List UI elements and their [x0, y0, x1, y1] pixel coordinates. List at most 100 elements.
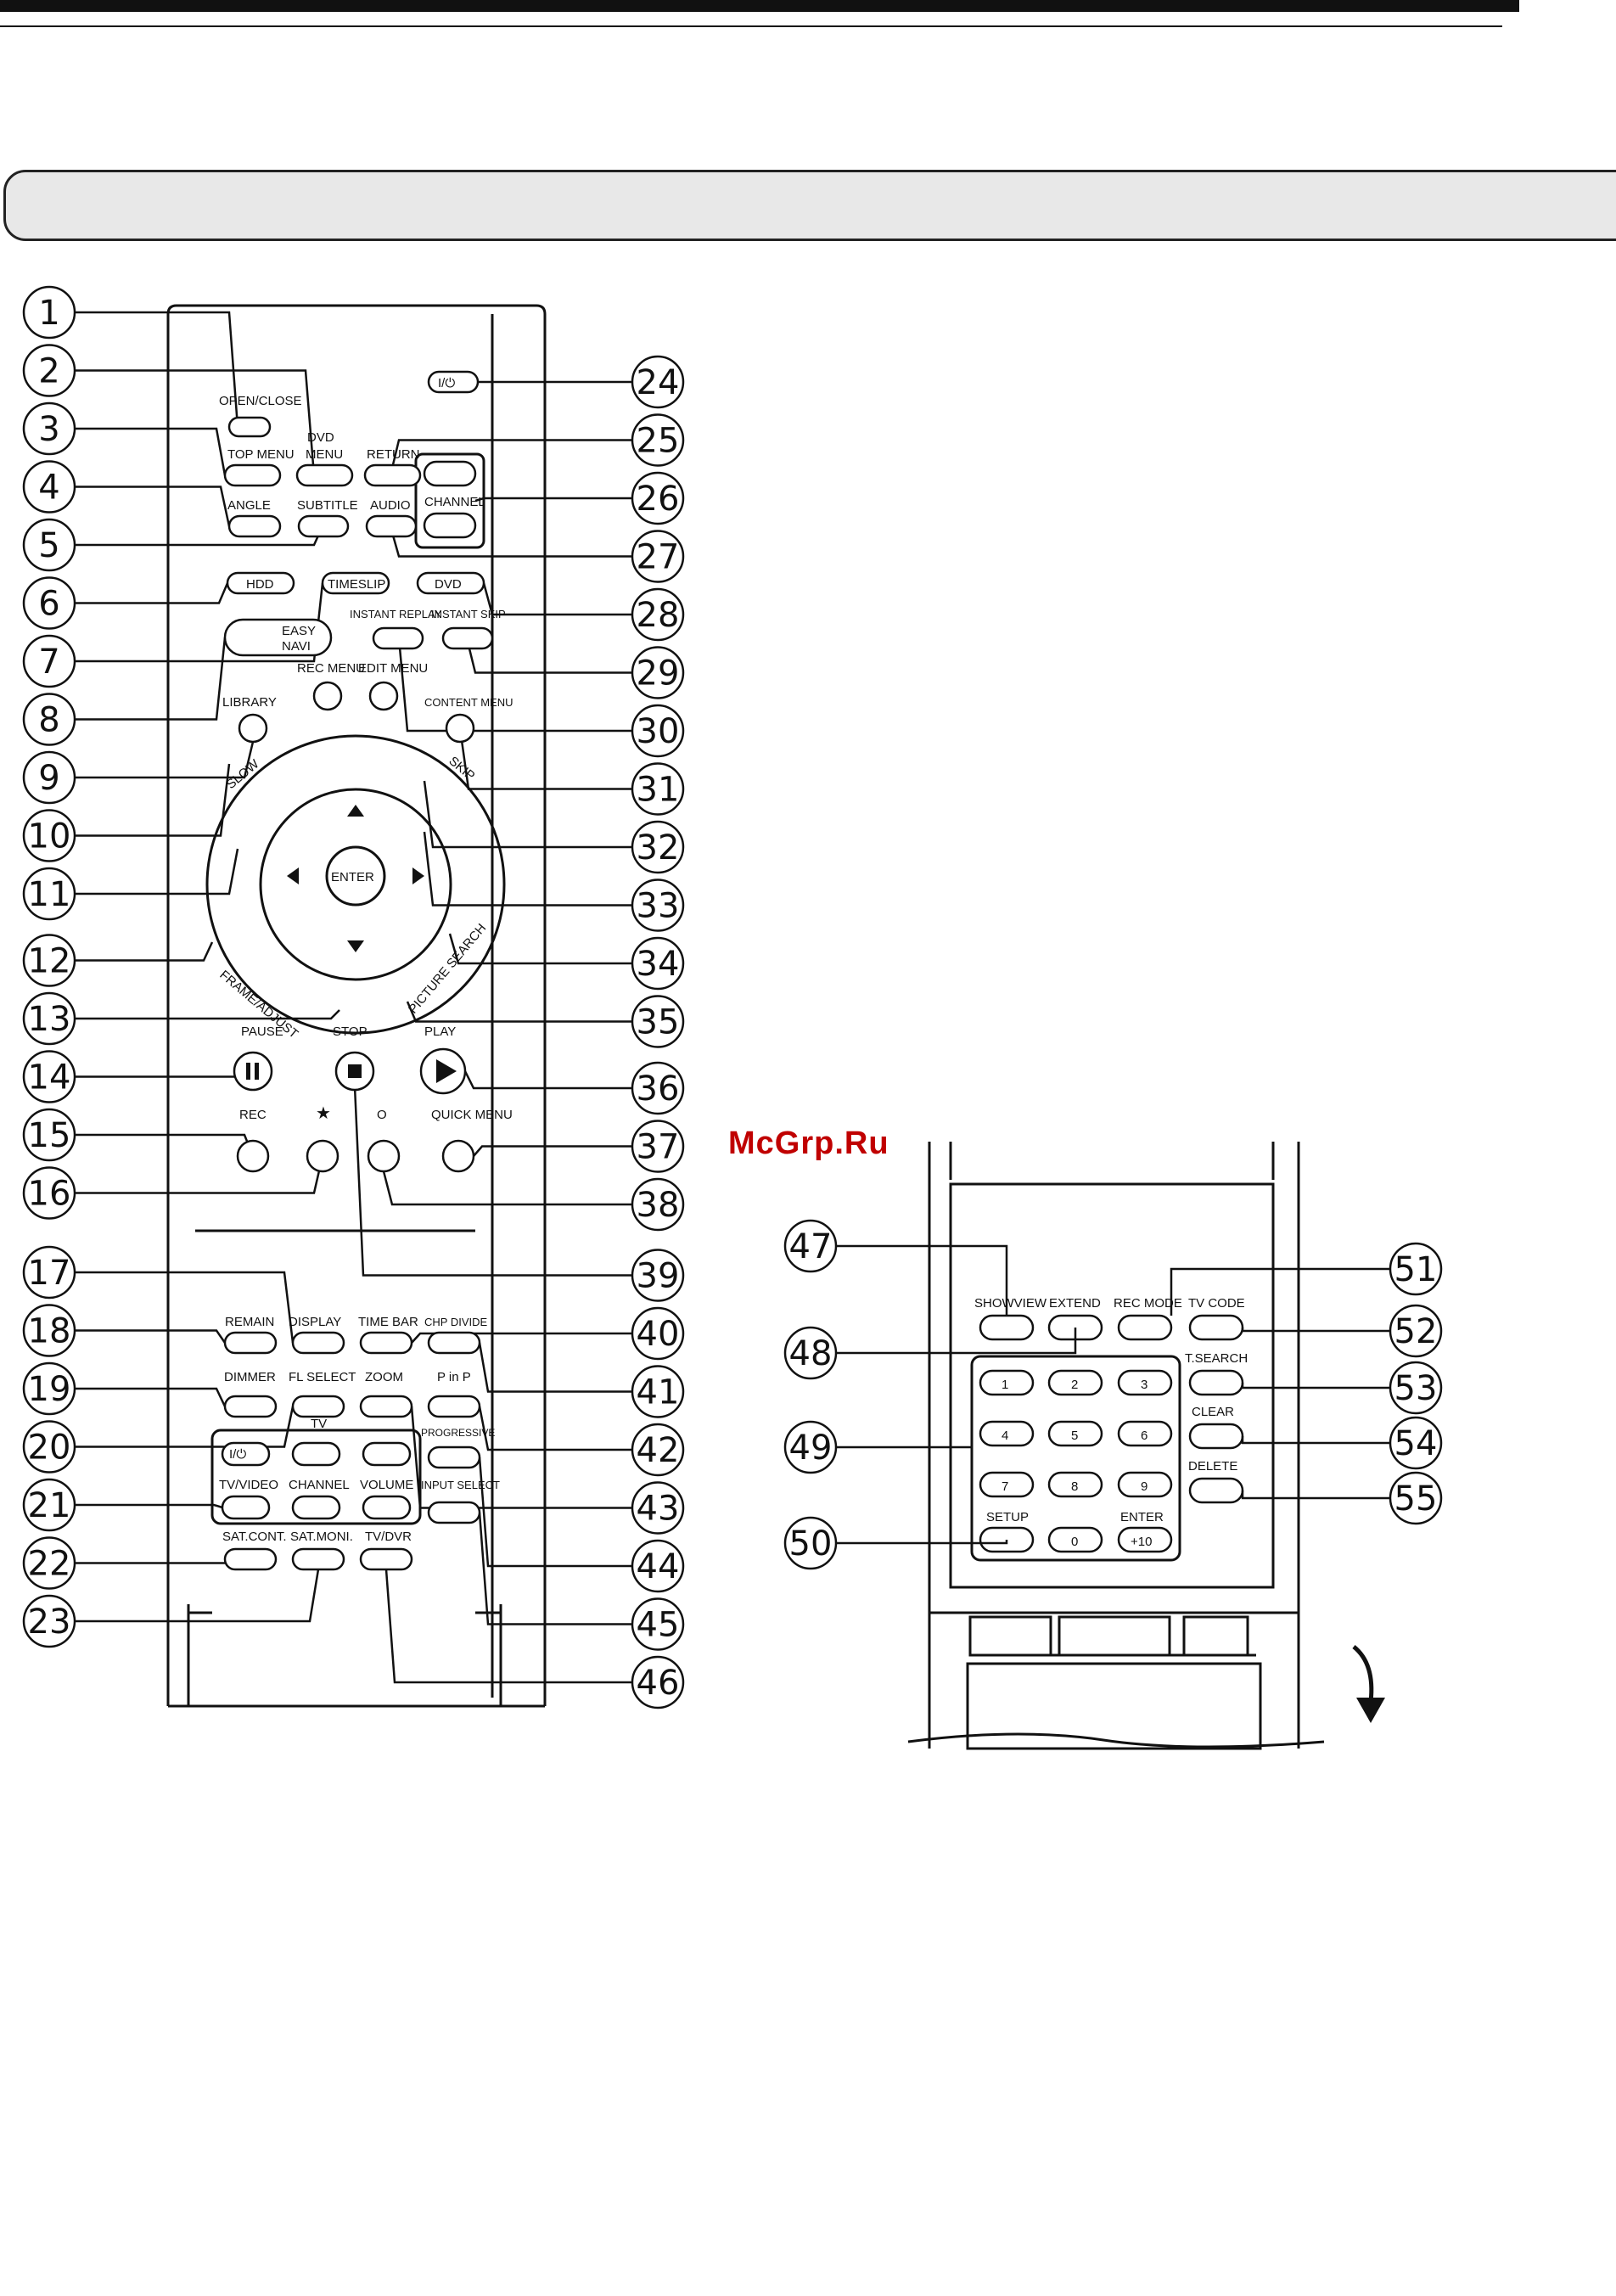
play-icon: [436, 1059, 457, 1083]
callout-37-number: 37: [637, 1128, 680, 1167]
t-search-label: T.SEARCH: [1185, 1351, 1248, 1366]
tv-dvr-button[interactable]: [359, 1547, 413, 1571]
instant-skip-button[interactable]: [441, 626, 494, 650]
callout-18-leader-line: [75, 1329, 227, 1344]
star-button[interactable]: [306, 1139, 339, 1173]
callout-47-circle: [783, 1219, 838, 1273]
content-menu-button[interactable]: [445, 713, 475, 744]
circle-button[interactable]: [367, 1139, 401, 1173]
hdd-button[interactable]: [226, 571, 295, 595]
callout-45-leader-line: [478, 1512, 632, 1625]
key-0-button[interactable]: [1047, 1526, 1103, 1553]
key-9-button[interactable]: [1117, 1471, 1173, 1498]
sat-moni-button[interactable]: [291, 1547, 345, 1571]
quick-menu-button[interactable]: [441, 1139, 475, 1173]
remain-button[interactable]: [223, 1331, 278, 1355]
time-bar-button[interactable]: [359, 1331, 413, 1355]
digit-6-label: 6: [1141, 1429, 1147, 1443]
rec-menu-button[interactable]: [312, 681, 343, 711]
fl-select-button[interactable]: [291, 1395, 345, 1418]
timeslip-button[interactable]: [321, 571, 390, 595]
power-button[interactable]: [427, 370, 480, 394]
tv-power-label: I/⏻: [229, 1447, 246, 1462]
callout-33-leader-line: [423, 831, 632, 907]
callout-9-leader-line: [75, 741, 255, 779]
rec-mode-label: REC MODE: [1114, 1296, 1182, 1311]
callout-11-leader-line: [75, 848, 239, 895]
callout-2-leader-line: [75, 369, 316, 476]
callout-39-number: 39: [637, 1257, 680, 1296]
volume-up-button[interactable]: [362, 1441, 412, 1467]
callout-21-number: 21: [28, 1486, 71, 1525]
sat-cont-label: SAT.CONT.: [222, 1530, 287, 1544]
rec-button[interactable]: [236, 1139, 270, 1173]
key-8-button[interactable]: [1047, 1471, 1103, 1498]
key-3-button[interactable]: [1117, 1369, 1173, 1396]
header-rule-thick: [0, 0, 1519, 12]
star-label: ★: [316, 1104, 331, 1123]
callout-36-number: 36: [637, 1069, 680, 1109]
key-6-button[interactable]: [1117, 1420, 1173, 1447]
key-4-button[interactable]: [979, 1420, 1035, 1447]
edit-menu-button[interactable]: [368, 681, 399, 711]
callout-36-leader-line: [463, 1070, 632, 1090]
tv-channel-down-button[interactable]: [291, 1495, 341, 1520]
tv-video-button[interactable]: [221, 1495, 271, 1520]
volume-down-button[interactable]: [362, 1495, 412, 1520]
key-7-button[interactable]: [979, 1471, 1035, 1498]
callout-7-number: 7: [38, 643, 59, 682]
plus10-button[interactable]: [1117, 1526, 1173, 1553]
channel-up-button[interactable]: [423, 460, 477, 487]
remote-labels: OPEN/CLOSE DVD TOP MENU MENU RETURN ANGL…: [216, 376, 513, 1544]
callout-3-number: 3: [38, 410, 59, 449]
angle-button[interactable]: [227, 514, 282, 538]
callout-23-leader-line: [75, 1569, 320, 1623]
tv-code-button[interactable]: [1188, 1314, 1244, 1341]
rec-mode-button[interactable]: [1117, 1314, 1173, 1341]
callout-5-leader-line: [75, 525, 324, 547]
showview-button[interactable]: [979, 1314, 1035, 1341]
extend-label: EXTEND: [1049, 1296, 1101, 1311]
key-1-button[interactable]: [979, 1369, 1035, 1396]
library-button[interactable]: [238, 713, 268, 744]
channel-down-button[interactable]: [423, 512, 477, 539]
easy-navi-button[interactable]: [223, 618, 333, 657]
callouts-right: 2425262728293031323334353637383940414243…: [353, 355, 685, 1709]
key-2-button[interactable]: [1047, 1369, 1103, 1396]
delete-button[interactable]: [1188, 1477, 1244, 1504]
setup-label: SETUP: [986, 1510, 1029, 1524]
return-button[interactable]: [363, 463, 422, 487]
top-menu-button[interactable]: [223, 463, 282, 487]
callout-8-number: 8: [38, 701, 59, 740]
callout-47-number: 47: [789, 1227, 833, 1266]
menu-button[interactable]: [295, 463, 354, 487]
callout-30-number: 30: [637, 712, 680, 751]
callout-22-circle: [22, 1536, 76, 1590]
stop-icon: [348, 1064, 362, 1078]
dimmer-button[interactable]: [223, 1395, 278, 1418]
p-in-p-button[interactable]: [427, 1395, 481, 1418]
callout-6-number: 6: [38, 585, 59, 624]
key-5-button[interactable]: [1047, 1420, 1103, 1447]
tv-power-button[interactable]: [221, 1441, 271, 1467]
callout-4-leader-line: [75, 486, 231, 527]
audio-button[interactable]: [365, 514, 418, 538]
open-close-button[interactable]: [227, 416, 272, 438]
tv-channel-up-button[interactable]: [291, 1441, 341, 1467]
instant-replay-button[interactable]: [372, 626, 424, 650]
callout-1-leader-line: [75, 311, 239, 428]
t-search-button[interactable]: [1188, 1369, 1244, 1396]
callout-36-circle: [631, 1061, 685, 1115]
progressive-button[interactable]: [427, 1446, 481, 1469]
chp-divide-button[interactable]: [427, 1331, 481, 1355]
input-select-button[interactable]: [427, 1501, 481, 1524]
clear-button[interactable]: [1188, 1423, 1244, 1450]
dvd-button[interactable]: [416, 571, 485, 595]
subtitle-button[interactable]: [297, 514, 350, 538]
callout-52-circle: [1389, 1304, 1443, 1358]
sat-cont-button[interactable]: [223, 1547, 278, 1571]
pause-button[interactable]: [233, 1051, 273, 1092]
display-button[interactable]: [291, 1331, 345, 1355]
zoom-button[interactable]: [359, 1395, 413, 1418]
